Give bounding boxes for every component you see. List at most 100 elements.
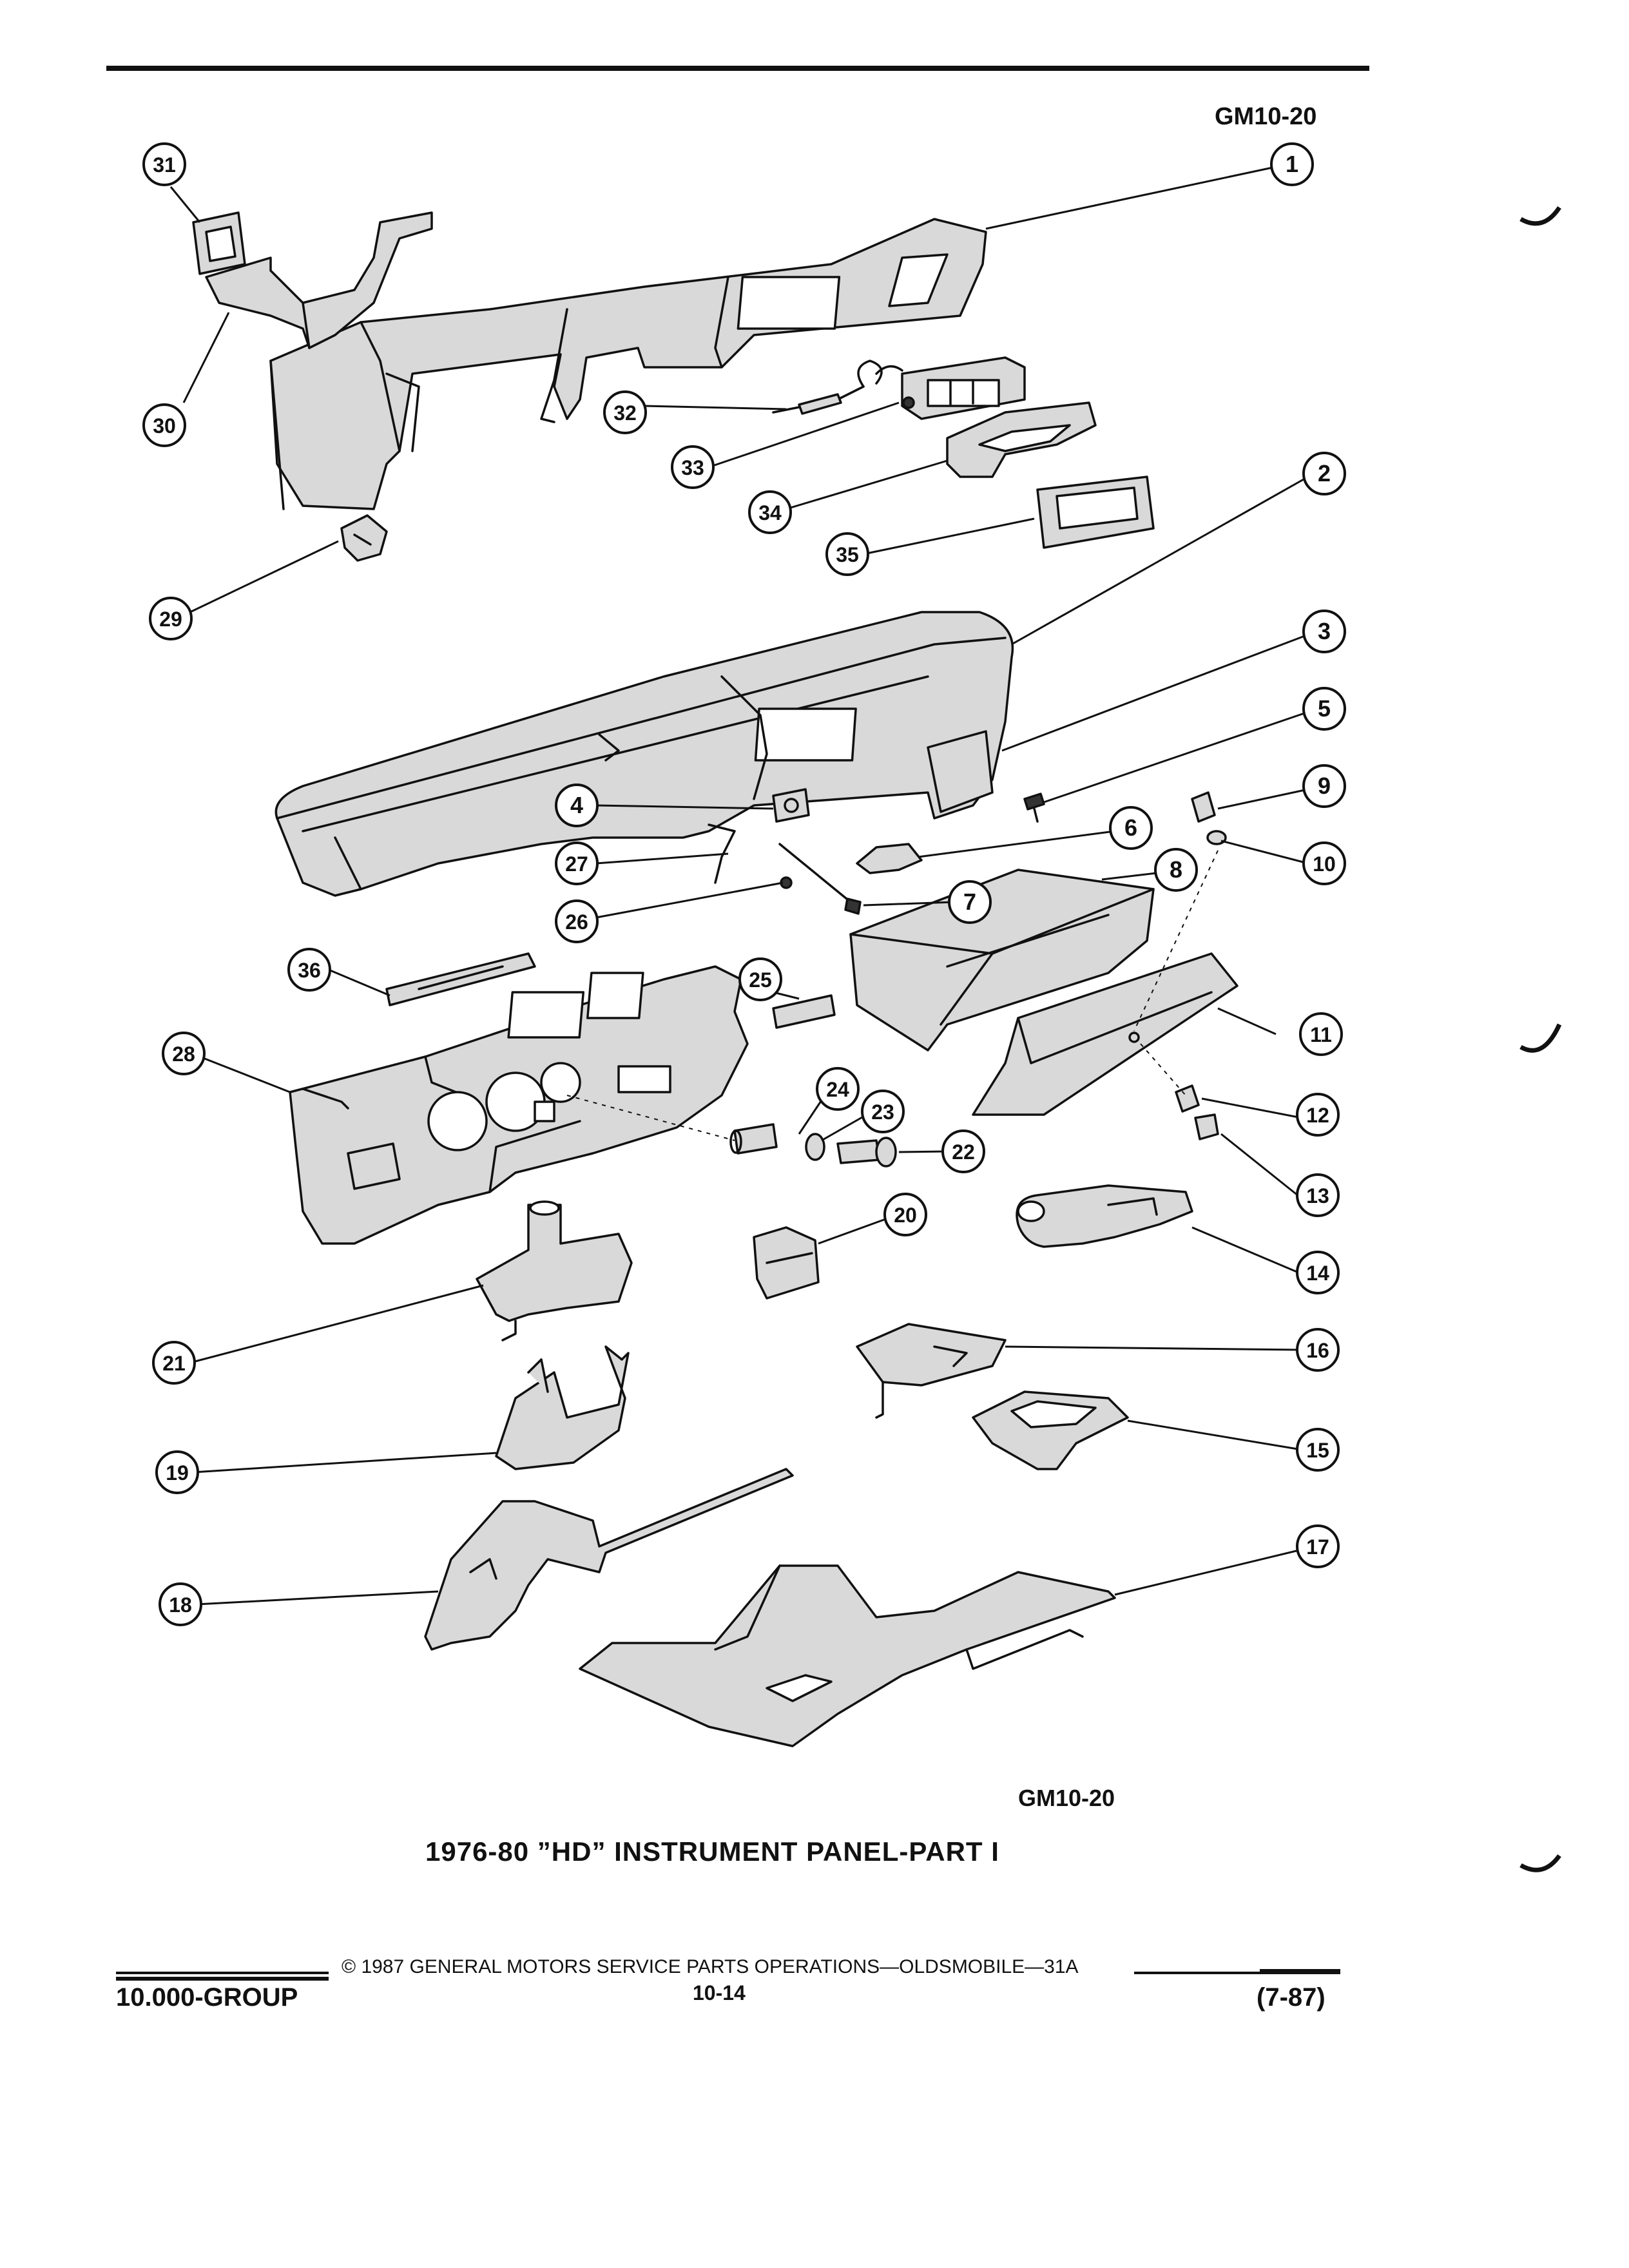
callout-label-18: 18 [169, 1593, 192, 1617]
part-34-bracket [946, 401, 1097, 478]
callout-label-7: 7 [963, 889, 976, 915]
callout-label-30: 30 [153, 414, 176, 437]
footer-revision: (7-87) [1257, 1983, 1325, 2012]
callout-circle-9 [1302, 764, 1346, 808]
part-25-bezel-strip [772, 994, 836, 1029]
part-14-duct-elbow [1016, 1184, 1193, 1248]
callout-label-16: 16 [1306, 1339, 1329, 1362]
part-24-switch-body [729, 1123, 778, 1155]
callout-label-20: 20 [894, 1204, 917, 1227]
callout-label-8: 8 [1170, 856, 1182, 883]
footer-group: 10.000-GROUP [116, 1983, 298, 2012]
callout-circle-33 [671, 445, 715, 489]
part-5-screw [1023, 793, 1045, 823]
callout-label-2: 2 [1318, 460, 1331, 486]
part-35-bezel [1036, 476, 1155, 549]
callout-circle-17 [1296, 1524, 1340, 1568]
callout-circle-4 [555, 783, 599, 827]
callouts: 1234567891011121314151617181920212223242… [142, 142, 1346, 1626]
leader-lines [169, 166, 1309, 1606]
callout-label-32: 32 [613, 401, 637, 425]
callout-circle-24 [816, 1067, 860, 1111]
callout-circle-16 [1296, 1328, 1340, 1372]
callout-label-5: 5 [1318, 695, 1331, 722]
part-19-column-cover [495, 1345, 630, 1470]
part-29-clip [340, 514, 388, 562]
callout-circle-14 [1296, 1251, 1340, 1294]
part-15-ashtray [972, 1390, 1129, 1470]
part-1-dash-cover [269, 218, 987, 510]
part-31-bezel [192, 211, 246, 275]
callout-label-14: 14 [1306, 1262, 1329, 1285]
callout-circle-35 [825, 532, 869, 576]
callout-circle-30 [142, 403, 186, 447]
part-8-glove-box [849, 869, 1155, 1052]
footer-rule-right [1134, 1972, 1340, 1974]
callout-circle-2 [1302, 452, 1346, 495]
callout-label-15: 15 [1306, 1439, 1329, 1462]
callout-label-13: 13 [1306, 1184, 1329, 1207]
part-11-glove-box-door [972, 952, 1239, 1116]
part-9-bumper [1191, 791, 1227, 845]
callout-label-11: 11 [1310, 1023, 1332, 1046]
header-figure-code: GM10-20 [1215, 103, 1317, 130]
part-36-trim-strip [385, 952, 536, 1006]
callout-circle-19 [155, 1450, 199, 1494]
part-23-nut [805, 1133, 825, 1161]
part-30-air-duct [205, 211, 433, 349]
callout-circle-18 [159, 1582, 202, 1626]
part-22-knob [836, 1137, 897, 1168]
callout-circle-23 [861, 1090, 905, 1133]
top-rule [106, 66, 1369, 71]
callout-circle-31 [142, 142, 186, 186]
part-21-column-support [476, 1200, 633, 1341]
callout-label-21: 21 [162, 1352, 186, 1375]
callout-label-35: 35 [836, 543, 859, 566]
callout-label-26: 26 [565, 910, 588, 934]
part-17-lower-trim-panel [579, 1564, 1116, 1747]
footer-rule-left [116, 1972, 329, 1974]
figure-title: 1976-80 ”HD” INSTRUMENT PANEL-PART I [425, 1836, 999, 1867]
callout-circle-28 [162, 1032, 206, 1075]
callout-label-17: 17 [1306, 1535, 1329, 1559]
callout-label-6: 6 [1124, 814, 1137, 841]
callout-label-24: 24 [826, 1078, 849, 1101]
footer-rule-right-heavy [1260, 1969, 1340, 1973]
part-6-clip [856, 843, 923, 874]
part-28-instrument-cluster-carrier [289, 965, 749, 1245]
callout-circle-27 [555, 841, 599, 885]
callout-label-25: 25 [749, 968, 772, 992]
callout-label-28: 28 [172, 1043, 195, 1066]
callout-circle-20 [883, 1193, 927, 1236]
callout-circle-1 [1270, 142, 1314, 186]
callout-label-12: 12 [1306, 1104, 1329, 1127]
part-2-instrument-panel-pad [275, 611, 1014, 897]
callout-circle-34 [748, 490, 792, 534]
callout-circle-36 [287, 948, 331, 992]
part-20-switch-bracket [753, 1226, 820, 1300]
callout-label-22: 22 [952, 1140, 975, 1164]
callout-label-10: 10 [1313, 852, 1336, 876]
part-32-wiring-harness [772, 360, 903, 415]
binder-hole-mark-icon [1519, 206, 1562, 1872]
callout-label-33: 33 [681, 456, 704, 479]
part-4-latch [772, 788, 810, 823]
callout-circle-32 [603, 390, 647, 434]
part-33-clock-assembly [901, 356, 1026, 420]
part-16-ashtray-housing [856, 1323, 1007, 1419]
callout-label-34: 34 [758, 501, 782, 524]
callout-circle-11 [1299, 1012, 1343, 1056]
footer-rule-left-heavy [116, 1977, 329, 1981]
callout-circle-3 [1302, 610, 1346, 653]
callout-circle-25 [738, 957, 782, 1001]
footer-copyright: © 1987 GENERAL MOTORS SERVICE PARTS OPER… [342, 1956, 1079, 1977]
callout-circle-8 [1154, 848, 1198, 892]
footer-page-number: 10-14 [693, 1981, 746, 2004]
callout-label-9: 9 [1318, 773, 1331, 799]
callout-circle-10 [1302, 841, 1346, 885]
callout-circle-7 [948, 880, 992, 924]
callout-label-4: 4 [570, 792, 583, 818]
part-12-lock-cylinder [1175, 1084, 1219, 1140]
callout-circle-6 [1109, 806, 1153, 850]
